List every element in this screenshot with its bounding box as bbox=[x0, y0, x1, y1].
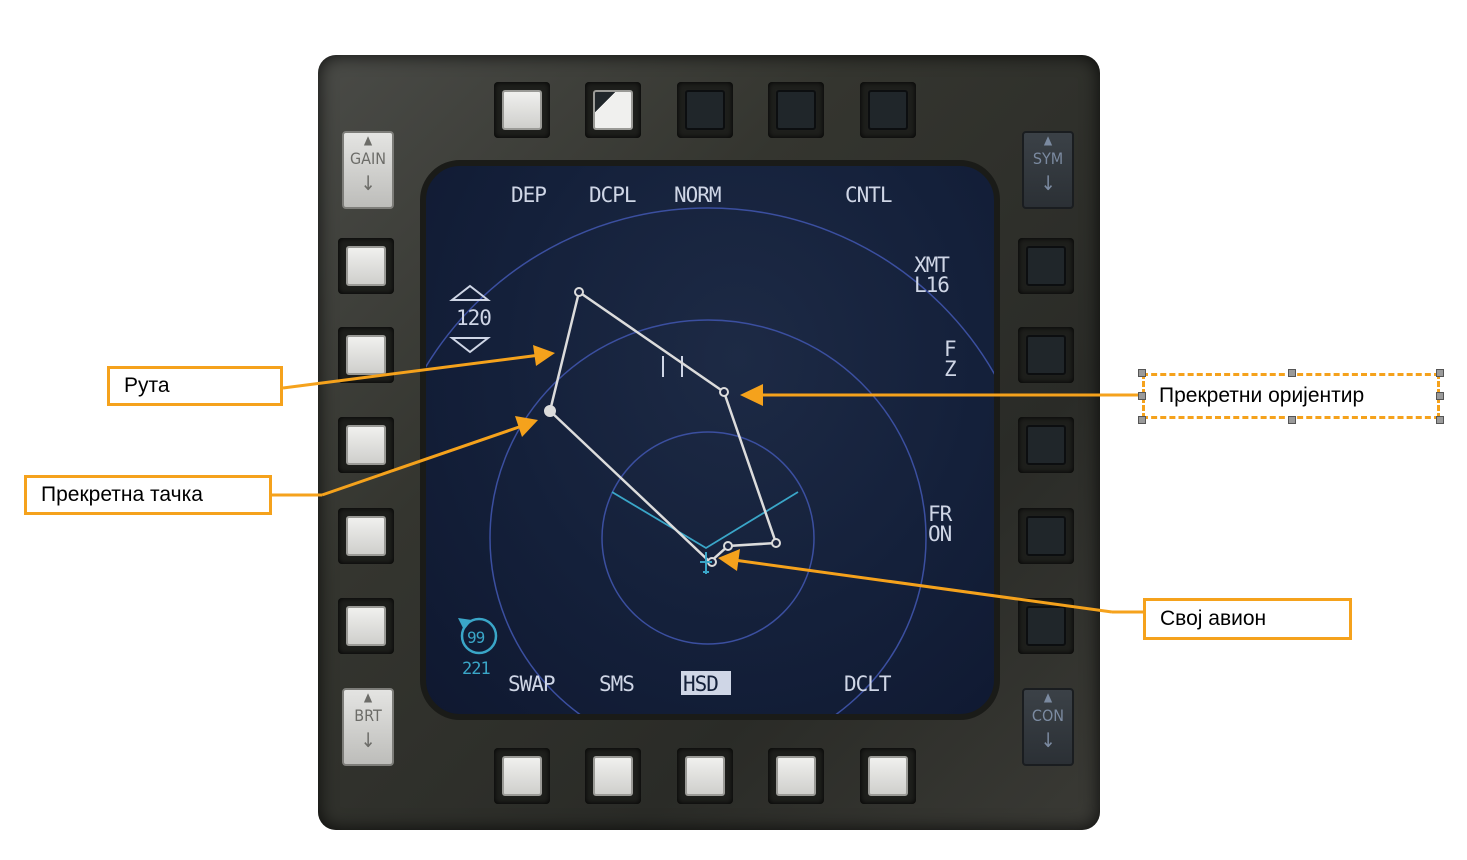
steerpoint-arrow-line bbox=[321, 424, 523, 497]
osb-label-norm: NORM bbox=[674, 183, 722, 207]
rocker-down-arrow-icon: ↓ bbox=[360, 171, 376, 195]
osb-left-5[interactable] bbox=[338, 598, 394, 654]
selection-handle[interactable] bbox=[1138, 392, 1146, 400]
osb-top-2[interactable] bbox=[585, 82, 641, 138]
bullseye-range: 221 bbox=[462, 659, 491, 679]
rocker-up-arrow-icon: ▲ bbox=[363, 133, 373, 147]
route-arrow-line bbox=[282, 353, 541, 390]
osb-label-xmt: XMT bbox=[914, 253, 950, 277]
con-label: CON bbox=[1031, 706, 1065, 725]
osb-right-5[interactable] bbox=[1018, 598, 1074, 654]
callout-route-text: Рута bbox=[124, 374, 170, 397]
range-ring-inner bbox=[601, 431, 815, 645]
ownship-icon bbox=[700, 552, 712, 574]
osb-label-cntl: CNTL bbox=[845, 183, 893, 207]
brt-rocker[interactable]: ▲ BRT ↓ bbox=[342, 688, 394, 766]
osb-left-2[interactable] bbox=[338, 327, 394, 383]
callout-ownship-text: Свој авион bbox=[1160, 607, 1267, 630]
selection-handle[interactable] bbox=[1138, 416, 1146, 424]
osb-right-1[interactable] bbox=[1018, 238, 1074, 294]
osb-label-dep: DEP bbox=[511, 183, 547, 207]
osb-top-4[interactable] bbox=[768, 82, 824, 138]
arrow-head-icon bbox=[533, 345, 555, 366]
rocker-down-arrow-icon: ↓ bbox=[1040, 171, 1056, 195]
arrow-head-icon bbox=[740, 384, 763, 406]
callout-steerpoint-text: Прекретна тачка bbox=[41, 483, 203, 506]
bullseye-bearing: 99 bbox=[467, 628, 485, 647]
osb-top-5[interactable] bbox=[860, 82, 916, 138]
range-ring-outer bbox=[426, 207, 994, 714]
osb-label-hsd: HSD bbox=[683, 672, 719, 696]
hsd-highlight bbox=[681, 671, 731, 695]
osb-label-f: F bbox=[944, 337, 957, 361]
rocker-up-arrow-icon: ▲ bbox=[1043, 133, 1053, 147]
steerpoint-marker bbox=[544, 405, 556, 417]
selection-handle[interactable] bbox=[1288, 416, 1296, 424]
gain-label: GAIN bbox=[349, 149, 386, 168]
rocker-up-arrow-icon: ▲ bbox=[363, 690, 373, 704]
sym-rocker[interactable]: ▲ SYM ↓ bbox=[1022, 131, 1074, 209]
osb-label-sms: SMS bbox=[599, 672, 635, 696]
range-up-icon bbox=[449, 284, 491, 301]
sym-label: SYM bbox=[1032, 149, 1064, 168]
osb-left-3[interactable] bbox=[338, 417, 394, 473]
arrow-head-icon bbox=[515, 416, 538, 437]
osb-label-z: Z bbox=[944, 357, 957, 381]
osb-left-4[interactable] bbox=[338, 508, 394, 564]
osb-right-3[interactable] bbox=[1018, 417, 1074, 473]
osb-top-3[interactable] bbox=[677, 82, 733, 138]
osb-bottom-4[interactable] bbox=[768, 748, 824, 804]
rocker-down-arrow-icon: ↓ bbox=[1040, 728, 1056, 752]
rocker-down-arrow-icon: ↓ bbox=[360, 728, 376, 752]
callout-landmark: Прекретни оријентир bbox=[1142, 373, 1440, 419]
range-down-icon bbox=[449, 337, 491, 354]
osb-bottom-3[interactable] bbox=[677, 748, 733, 804]
bullseye-pointer-icon bbox=[458, 618, 472, 630]
osb-label-on: ON bbox=[928, 522, 952, 546]
selection-handle[interactable] bbox=[1436, 369, 1444, 377]
bullseye-icon bbox=[460, 617, 498, 655]
selection-handle[interactable] bbox=[1138, 369, 1146, 377]
range-ring-middle bbox=[489, 319, 927, 714]
osb-bottom-1[interactable] bbox=[494, 748, 550, 804]
callout-ownship: Свој авион bbox=[1143, 598, 1352, 640]
range-value: 120 bbox=[456, 306, 492, 330]
callout-landmark-text: Прекретни оријентир bbox=[1159, 384, 1365, 407]
osb-bottom-2[interactable] bbox=[585, 748, 641, 804]
selection-handle[interactable] bbox=[1436, 416, 1444, 424]
osb-left-1[interactable] bbox=[338, 238, 394, 294]
ownship-arrow-line bbox=[733, 558, 1113, 614]
osb-top-1[interactable] bbox=[494, 82, 550, 138]
osb-right-2[interactable] bbox=[1018, 327, 1074, 383]
con-rocker[interactable]: ▲ CON ↓ bbox=[1022, 688, 1074, 766]
fov-lines bbox=[611, 491, 799, 550]
route-point bbox=[723, 541, 733, 551]
route-point bbox=[574, 287, 584, 297]
arrow-head-icon bbox=[718, 549, 740, 571]
selection-handle[interactable] bbox=[1436, 392, 1444, 400]
gain-rocker[interactable]: ▲ GAIN ↓ bbox=[342, 131, 394, 209]
osb-label-fr: FR bbox=[928, 502, 952, 526]
callout-route: Рута bbox=[107, 366, 283, 406]
landmark-point bbox=[719, 387, 729, 397]
osb-label-dclt: DCLT bbox=[844, 672, 892, 696]
brt-label: BRT bbox=[354, 706, 382, 725]
osb-label-dcpl: DCPL bbox=[589, 183, 637, 207]
osb-label-swap: SWAP bbox=[508, 672, 556, 696]
route-point bbox=[771, 538, 781, 548]
selection-handle[interactable] bbox=[1288, 369, 1296, 377]
callout-steerpoint: Прекретна тачка bbox=[24, 475, 272, 515]
osb-bottom-5[interactable] bbox=[860, 748, 916, 804]
rocker-up-arrow-icon: ▲ bbox=[1043, 690, 1053, 704]
osb-right-4[interactable] bbox=[1018, 508, 1074, 564]
osb-label-l16: L16 bbox=[914, 273, 950, 297]
